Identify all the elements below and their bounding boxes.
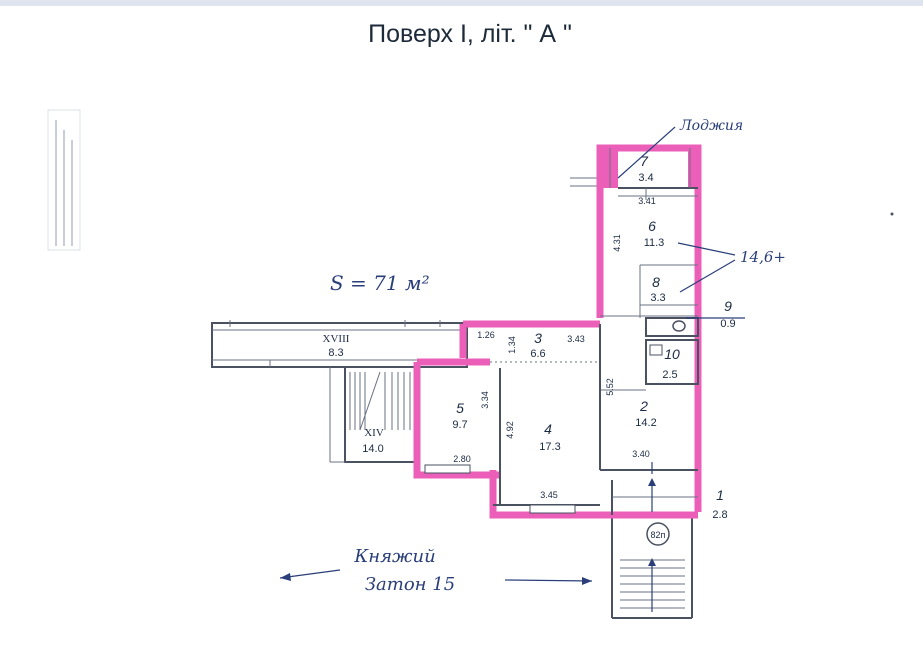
room-3-area: 6.6: [530, 348, 545, 360]
corridor-xviii: [211, 320, 468, 368]
entrance-number: 82п: [651, 530, 666, 540]
stair-xiv: [329, 366, 418, 463]
room-9-area: 0.9: [720, 318, 735, 330]
loggia-edge: [570, 177, 600, 187]
room-8-number: 8: [652, 274, 660, 290]
room-4-number: 4: [544, 421, 552, 437]
room-1-area: 2.8: [712, 509, 727, 521]
room-7-number: 7: [640, 153, 649, 169]
room-xviii-area: 8.3: [328, 347, 343, 359]
entrance-stair: [611, 512, 693, 619]
room-10-area: 2.5: [662, 369, 677, 381]
street-name-line1: Княжий: [353, 546, 435, 567]
group-area-pointers: [677, 242, 736, 293]
dim-5-52: 5.52: [605, 378, 615, 396]
interior-walls: [424, 148, 699, 515]
room-xiv-area: 14.0: [362, 443, 383, 455]
room-xviii-number: XVIII: [323, 333, 350, 345]
room-1-number: 1: [716, 487, 724, 503]
dim-4-92: 4.92: [505, 421, 515, 439]
room-9-number: 9: [724, 298, 732, 314]
room-6-area: 11.3: [644, 237, 665, 249]
room-8-area: 3.3: [650, 292, 665, 304]
street-arrows: [279, 569, 593, 585]
loggia-note: Лоджия: [679, 118, 743, 134]
dim-3-40: 3.40: [632, 449, 650, 459]
room-5-area: 9.7: [452, 419, 467, 431]
room-7-area: 3.4: [638, 172, 653, 184]
dim-3-45: 3.45: [540, 490, 558, 500]
dim-3-41: 3.41: [638, 196, 656, 206]
room-xiv-number: XIV: [364, 427, 384, 439]
street-name-line2: Затон 15: [365, 574, 455, 595]
dim-2-80: 2.80: [453, 454, 471, 464]
room-3-number: 3: [534, 330, 542, 346]
total-area-note: S = 71 м²: [330, 271, 430, 295]
apartment-outline: [413, 144, 702, 519]
scan-edge: [0, 0, 923, 6]
room-6-number: 6: [648, 218, 656, 234]
room-4-area: 17.3: [539, 441, 560, 453]
scan-dot: [890, 212, 894, 216]
room-2-number: 2: [639, 398, 648, 414]
group-area-note: 14,6+: [740, 248, 786, 266]
room-2-area: 14.2: [635, 417, 656, 429]
plan-title: Поверх I, літ. " А ": [368, 20, 572, 48]
loggia-pointer: [617, 126, 676, 179]
room-5-number: 5: [456, 400, 464, 416]
room-10-number: 10: [664, 346, 680, 362]
dim-1-26: 1.26: [477, 330, 495, 340]
dim-1-34: 1.34: [507, 336, 517, 354]
dim-4-31: 4.31: [612, 234, 622, 252]
faint-stamp: [47, 109, 81, 251]
dim-3-34: 3.34: [480, 391, 490, 409]
dim-3-43: 3.43: [567, 334, 585, 344]
